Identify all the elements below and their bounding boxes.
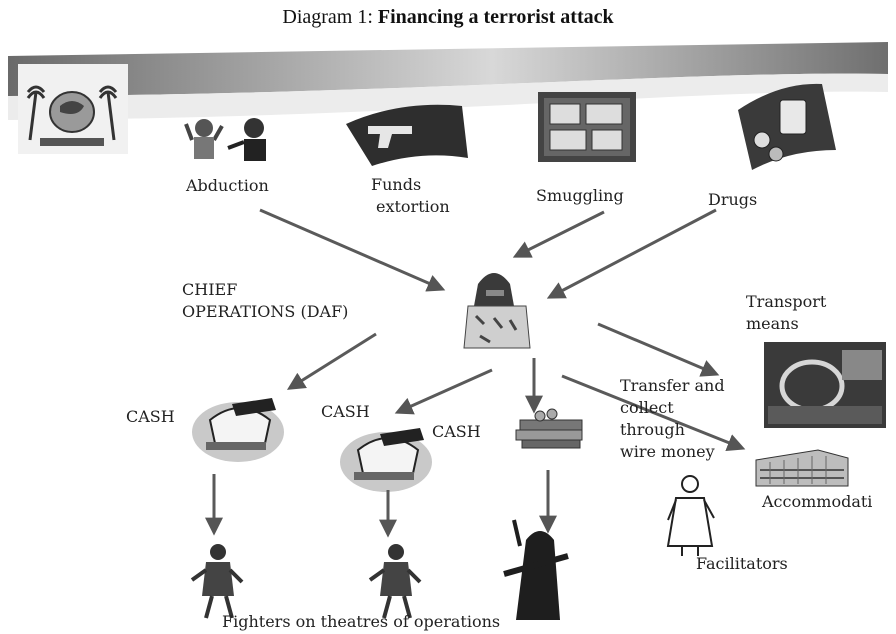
label-facilitators: Facilitators (696, 554, 788, 573)
label-extortion-line1: Funds (371, 175, 422, 194)
label-transfer-line1: Transfer and (620, 376, 725, 395)
arrow-abduction (259, 208, 446, 292)
building-icon (755, 449, 849, 487)
fighter-icon (368, 544, 422, 619)
label-smuggling: Smuggling (536, 186, 624, 205)
title-prefix: Diagram 1: (282, 6, 378, 28)
fighter-arrows (205, 470, 557, 538)
arrow-to-cash-middle (394, 368, 493, 415)
hooded-chief-icon (463, 273, 531, 349)
label-transfer-line2: collect (620, 398, 674, 417)
arrow-drugs (546, 208, 717, 299)
arrow-to-accommodation (561, 374, 746, 452)
fighter-icon (190, 544, 244, 619)
label-cash-middle-1: CASH (321, 402, 370, 421)
label-chief-line2: OPERATIONS (DAF) (182, 302, 349, 321)
arrow-to-transport (597, 322, 720, 377)
label-fighters: Fighters on theatres of operations (222, 612, 501, 631)
label-transfer-line4: wire money (620, 442, 715, 461)
cash-bag-icon (340, 428, 432, 492)
label-abduction: Abduction (186, 176, 269, 195)
money-stack-icon (515, 408, 583, 449)
smuggling-icon (538, 92, 636, 162)
label-transfer-line3: through (620, 420, 685, 439)
diagram-title: Diagram 1: Financing a terrorist attack (0, 6, 896, 29)
arrow-smuggling (512, 210, 605, 258)
source-arrows (259, 208, 717, 299)
drugs-icon (738, 83, 836, 170)
armed-fighter-icon (503, 519, 569, 620)
cash-bag-icon (192, 398, 284, 462)
label-chief-line1: CHIEF (182, 280, 238, 299)
label-accommodation: Accommodati (762, 492, 873, 511)
abduction-icon (184, 118, 266, 161)
label-cash-left: CASH (126, 407, 175, 426)
gun-icon (346, 104, 468, 166)
arrow-to-cash-left (286, 332, 377, 390)
label-drugs: Drugs (708, 190, 758, 209)
title-main: Financing a terrorist attack (377, 6, 614, 28)
label-transport-line1: Transport (746, 292, 827, 311)
label-cash-middle-2: CASH (432, 422, 481, 441)
car-interior-icon (764, 342, 886, 428)
label-extortion-line2: extortion (376, 197, 450, 216)
chief-arrows (286, 322, 746, 452)
label-transport-line2: means (746, 314, 799, 333)
facilitator-icon (666, 475, 715, 556)
emblem-icon (18, 64, 128, 154)
header-banner (8, 42, 888, 120)
